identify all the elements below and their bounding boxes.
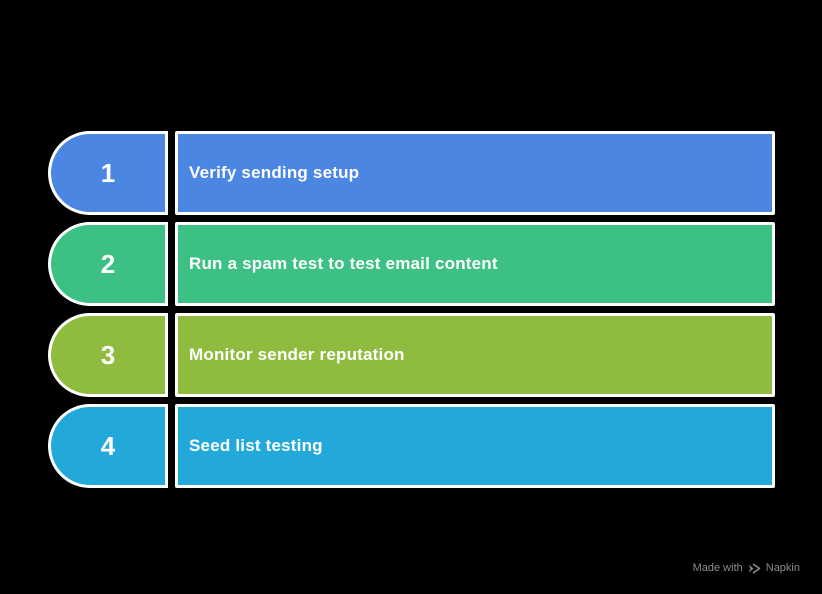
step-row-1: 1 Verify sending setup: [48, 131, 775, 215]
made-with-napkin-watermark: Made with Napkin: [693, 562, 800, 574]
step-row-3: 3 Monitor sender reputation: [48, 313, 775, 397]
step-number-badge: 3: [48, 313, 168, 397]
step-label-bar: Monitor sender reputation: [175, 313, 775, 397]
step-label-bar: Run a spam test to test email content: [175, 222, 775, 306]
step-label-bar: Verify sending setup: [175, 131, 775, 215]
step-label-bar: Seed list testing: [175, 404, 775, 488]
step-row-2: 2 Run a spam test to test email content: [48, 222, 775, 306]
step-number-badge: 1: [48, 131, 168, 215]
napkin-logo-icon: [748, 562, 761, 574]
step-number-badge: 4: [48, 404, 168, 488]
watermark-brand-text: Napkin: [765, 562, 800, 574]
watermark-prefix-text: Made with: [692, 562, 743, 574]
step-row-4: 4 Seed list testing: [48, 404, 775, 488]
numbered-step-list: 1 Verify sending setup 2 Run a spam test…: [48, 131, 775, 488]
step-number-badge: 2: [48, 222, 168, 306]
